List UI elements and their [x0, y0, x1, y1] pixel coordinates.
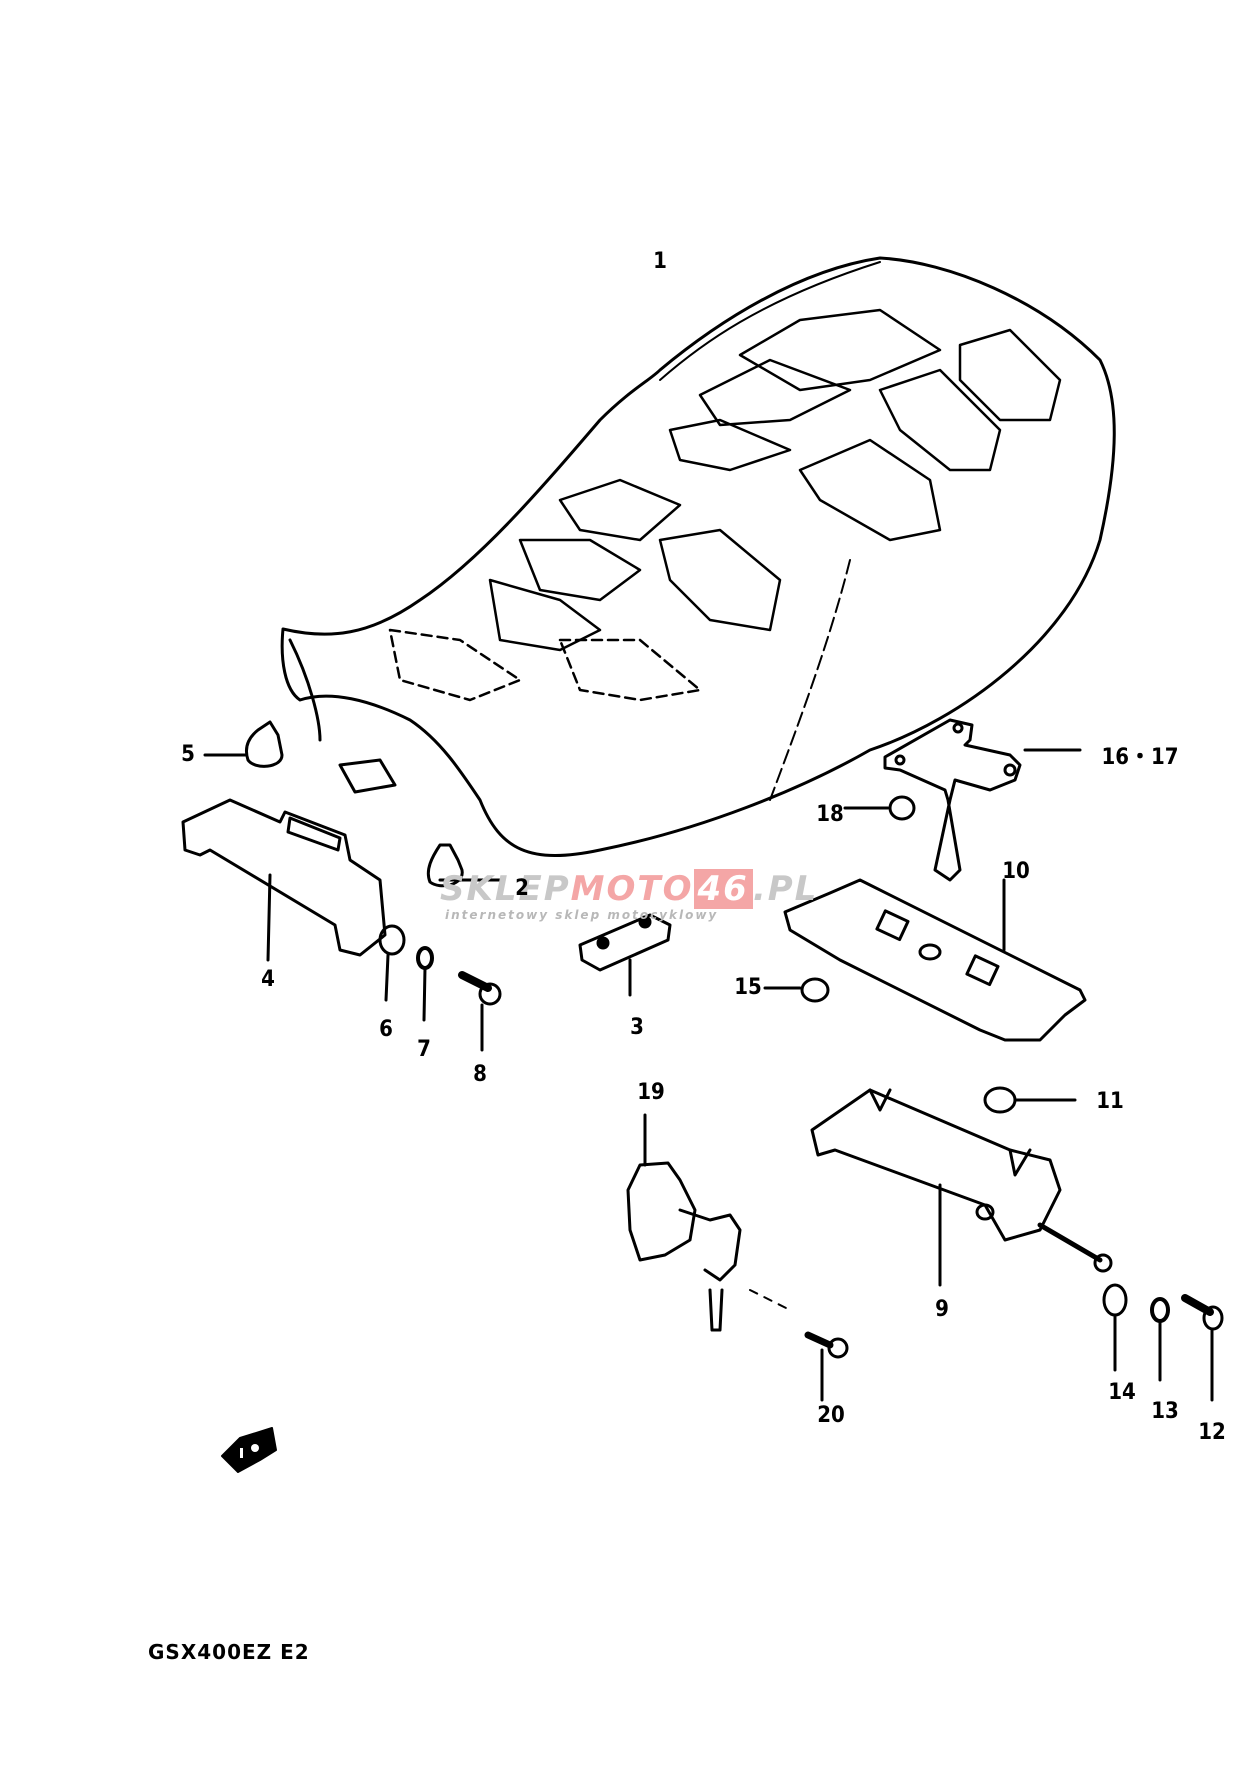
label-part-4[interactable]: 4 — [261, 967, 275, 992]
label-part-13[interactable]: 13 — [1151, 1399, 1179, 1424]
part-4-seat-bracket[interactable] — [183, 800, 385, 960]
part-3-seat-hook-plate[interactable] — [580, 915, 670, 995]
forward-arrow-icon — [222, 1428, 276, 1472]
label-part-18[interactable]: 18 — [816, 802, 844, 827]
label-part-7[interactable]: 7 — [417, 1037, 431, 1062]
part-18-nut[interactable] — [845, 797, 914, 819]
part-12-bolt[interactable] — [1185, 1298, 1222, 1400]
part-11-cap[interactable] — [985, 1088, 1075, 1112]
part-9-seat-lock-assembly[interactable] — [812, 1090, 1111, 1285]
label-part-5[interactable]: 5 — [181, 742, 195, 767]
part-6-washer[interactable] — [380, 926, 404, 1000]
label-part-3[interactable]: 3 — [630, 1015, 644, 1040]
label-part-9[interactable]: 9 — [935, 1297, 949, 1322]
model-code: GSX400EZ E2 — [148, 1640, 310, 1664]
part-7-lock-washer[interactable] — [418, 948, 432, 1020]
part-10-seat-lock-plate[interactable] — [785, 880, 1085, 1040]
watermark-prefix: SKLEP — [440, 869, 571, 909]
part-15-nut[interactable] — [765, 979, 828, 1001]
watermark-suffix: .PL — [752, 869, 819, 909]
label-part-19[interactable]: 19 — [637, 1080, 665, 1105]
label-part-6[interactable]: 6 — [379, 1017, 393, 1042]
label-part-2[interactable]: 2 — [515, 876, 529, 901]
part-8-bolt[interactable] — [462, 975, 500, 1050]
part-19-seat-lock-key-set[interactable] — [628, 1115, 790, 1330]
label-part-15[interactable]: 15 — [734, 975, 762, 1000]
label-part-1[interactable]: 1 — [653, 249, 667, 274]
part-1-seat[interactable] — [282, 258, 1114, 856]
label-part-10[interactable]: 10 — [1002, 859, 1030, 884]
part-2-cushion-rubber[interactable] — [428, 845, 500, 886]
label-part-16-17[interactable]: 16・17 — [1101, 745, 1179, 770]
watermark-number: 46 — [693, 869, 753, 909]
part-13-lock-washer[interactable] — [1152, 1299, 1168, 1380]
label-part-20[interactable]: 20 — [817, 1403, 845, 1428]
watermark-middle: MOTO — [570, 869, 694, 909]
part-14-washer[interactable] — [1104, 1285, 1126, 1370]
part-5-cushion-rubber[interactable] — [205, 722, 282, 766]
seat-pleats — [390, 310, 1060, 700]
label-part-12[interactable]: 12 — [1198, 1420, 1226, 1445]
label-part-14[interactable]: 14 — [1108, 1380, 1136, 1405]
part-20-screw[interactable] — [808, 1335, 847, 1400]
watermark-tagline: internetowy sklep motocyklowy — [445, 908, 719, 922]
label-part-8[interactable]: 8 — [473, 1062, 487, 1087]
label-part-11[interactable]: 11 — [1096, 1089, 1124, 1114]
part-16-17-hinge-bracket[interactable] — [885, 720, 1080, 880]
